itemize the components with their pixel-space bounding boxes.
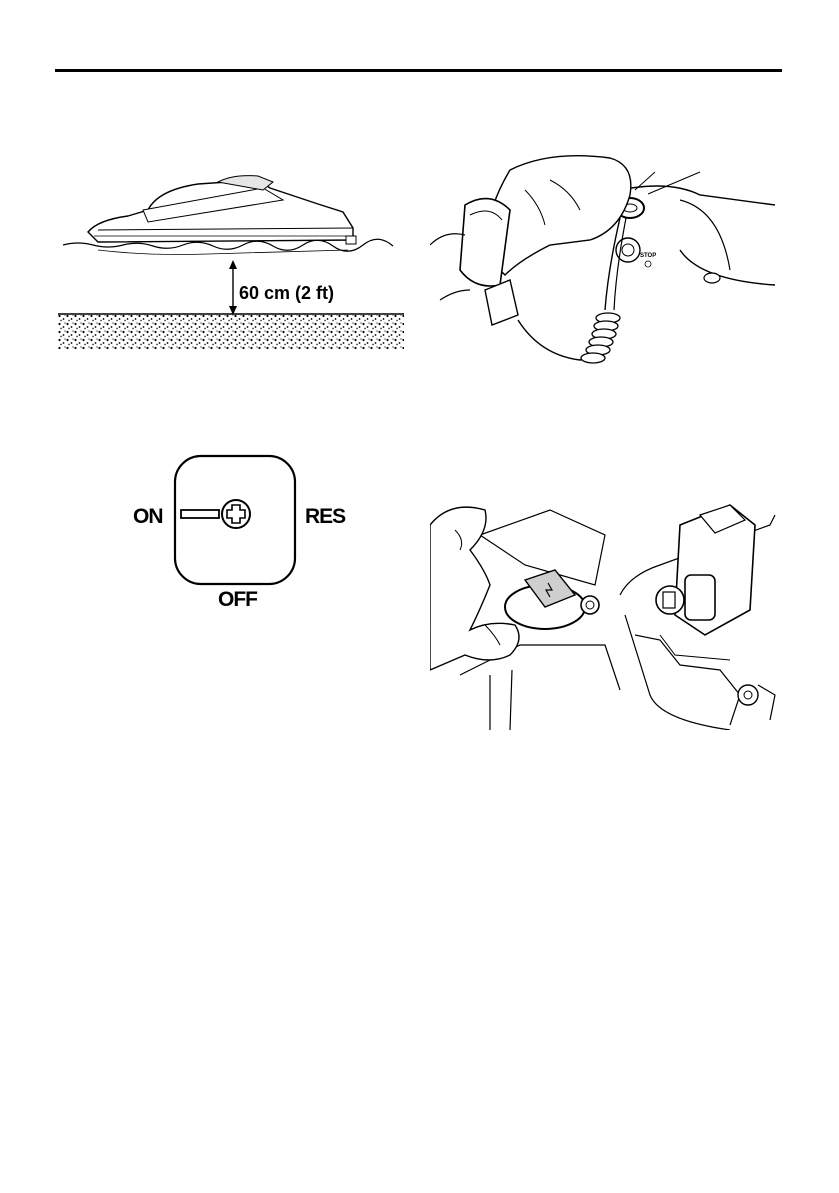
fuel-valve-figure: ON RES OFF xyxy=(125,448,375,608)
res-label: RES xyxy=(305,505,346,528)
key-insertion-figure xyxy=(430,495,780,730)
valve-lever xyxy=(181,510,219,518)
lanyard-wrist-figure: STOP xyxy=(430,150,780,380)
clearance-label: 60 cm (2 ft) xyxy=(239,283,334,303)
coiled-lanyard xyxy=(581,313,620,363)
seabed xyxy=(58,315,404,349)
stop-label: STOP xyxy=(640,253,656,259)
on-label: ON xyxy=(133,505,163,528)
watercraft-clearance-figure: 60 cm (2 ft) xyxy=(58,170,408,355)
off-label: OFF xyxy=(218,588,258,608)
header-rule xyxy=(55,69,782,72)
